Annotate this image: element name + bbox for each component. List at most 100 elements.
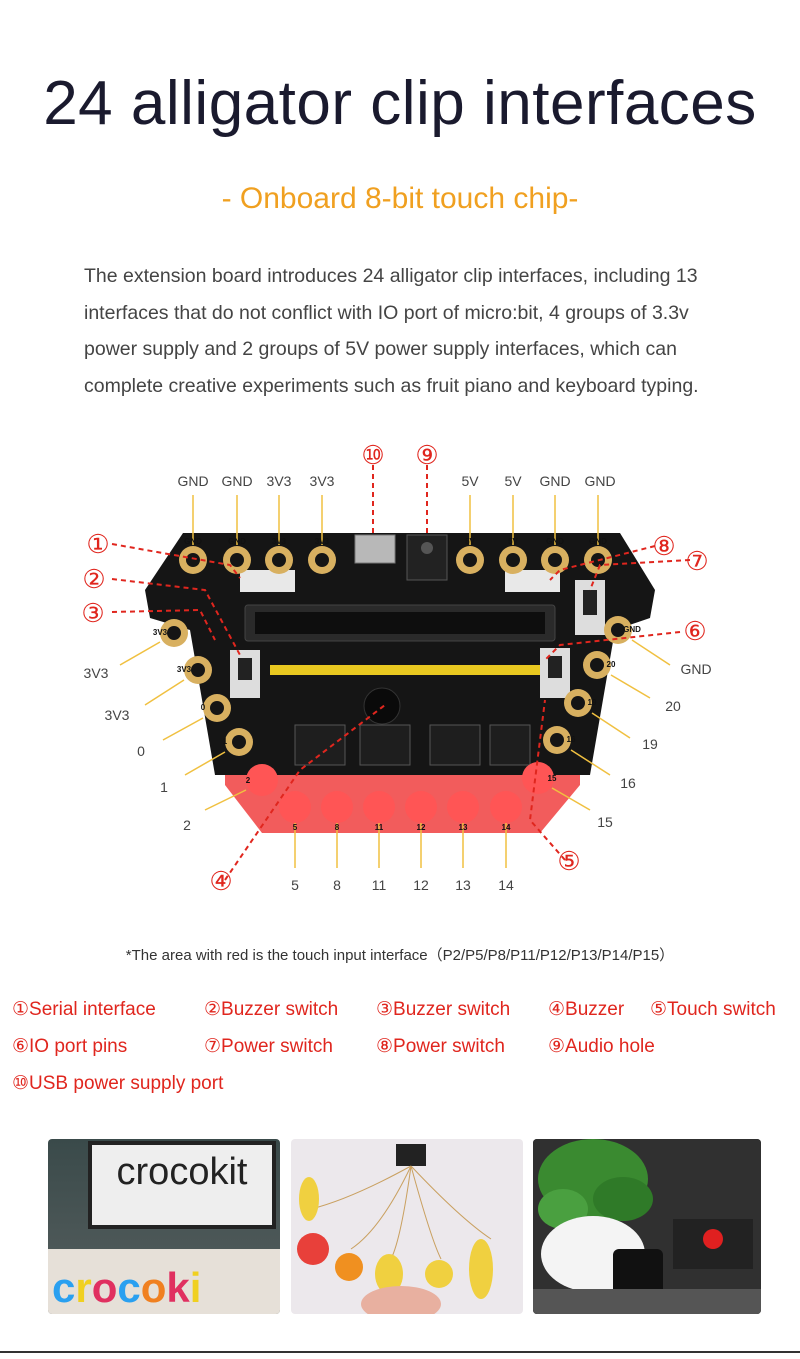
pad-silk: 3V3 bbox=[315, 537, 330, 546]
photo-crocokit-sign: crocokit crocoki bbox=[48, 1139, 280, 1314]
pad-silk: 11 bbox=[375, 823, 384, 832]
photo-fruit-piano bbox=[291, 1139, 523, 1314]
top-label: GND bbox=[584, 473, 615, 489]
audio-jack bbox=[406, 534, 448, 581]
pad-silk: GND bbox=[546, 537, 564, 546]
top-label: GND bbox=[539, 473, 570, 489]
right-label: 19 bbox=[642, 736, 658, 752]
pad-silk: 3V3 bbox=[272, 537, 287, 546]
board-svg: GND GND 3V3 3V3 5V 5V GND GND 3V3 3V3 0 … bbox=[81, 440, 711, 896]
hand bbox=[361, 1286, 441, 1314]
callout-9: ⑨ bbox=[415, 440, 438, 470]
pad-silk: 16 bbox=[567, 735, 576, 744]
bottom-label: 13 bbox=[455, 877, 471, 893]
top-label: GND bbox=[221, 473, 252, 489]
pad-silk: 1 bbox=[223, 737, 228, 746]
pad-silk: 19 bbox=[588, 698, 597, 707]
bottom-label: 5 bbox=[291, 877, 299, 893]
table-surface bbox=[48, 1249, 280, 1314]
callout-lines bbox=[111, 465, 691, 881]
clay-letter: o bbox=[91, 1264, 118, 1311]
plant-art bbox=[533, 1139, 761, 1314]
apple bbox=[297, 1233, 329, 1265]
clay-letter: r bbox=[75, 1264, 92, 1311]
callout-2: ② bbox=[82, 564, 105, 594]
right-label: 16 bbox=[620, 775, 636, 791]
bottom-label: 12 bbox=[413, 877, 429, 893]
top-label: 3V3 bbox=[310, 473, 335, 489]
pad-silk: 12 bbox=[417, 823, 426, 832]
description-paragraph: The extension board introduces 24 alliga… bbox=[84, 265, 699, 397]
legend-item: ⑦Power switch bbox=[204, 1036, 333, 1057]
page-title: 24 alligator clip interfaces bbox=[43, 69, 757, 138]
pad-silk: 15 bbox=[548, 774, 557, 783]
pad-silk: 20 bbox=[607, 660, 616, 669]
legend-item: ①Serial interface bbox=[12, 999, 156, 1020]
board-diagram: GND GND 3V3 3V3 5V 5V GND GND 3V3 3V3 0 … bbox=[0, 440, 800, 910]
pad-silk: 2 bbox=[246, 776, 251, 785]
legend-item: ②Buzzer switch bbox=[204, 999, 339, 1020]
sign-board: crocokit bbox=[88, 1141, 276, 1229]
pad-silk: 5V bbox=[508, 537, 518, 546]
clay-letter: c bbox=[117, 1264, 141, 1311]
sign-text: crocokit bbox=[116, 1151, 248, 1193]
top-pads bbox=[179, 546, 612, 574]
left-label: 0 bbox=[137, 743, 145, 759]
pad-silk: GND bbox=[228, 537, 246, 546]
fruit-piano-art bbox=[297, 1144, 493, 1314]
pad-silk: 8 bbox=[335, 823, 340, 832]
callout-3: ③ bbox=[81, 598, 104, 628]
top-label: 5V bbox=[504, 473, 522, 489]
banana bbox=[299, 1177, 319, 1221]
pad-silk: 3V3 bbox=[177, 665, 192, 674]
callout-4: ④ bbox=[209, 866, 232, 896]
right-label: GND bbox=[680, 661, 711, 677]
touch-note: *The area with red is the touch input in… bbox=[125, 947, 675, 964]
io-pin-header bbox=[270, 665, 540, 675]
left-label: 3V3 bbox=[105, 707, 130, 723]
clay-letter: k bbox=[166, 1264, 190, 1311]
board-body bbox=[145, 533, 655, 775]
callout-6: ⑥ bbox=[683, 616, 706, 646]
top-label: GND bbox=[177, 473, 208, 489]
bottom-label: 11 bbox=[372, 877, 387, 893]
pad-silk: 5V bbox=[465, 537, 475, 546]
pad-silk: 13 bbox=[459, 823, 468, 832]
pad-lead-lines bbox=[119, 495, 671, 868]
top-label: 5V bbox=[461, 473, 479, 489]
bottom-pads bbox=[279, 791, 522, 823]
left-label: 2 bbox=[183, 817, 191, 833]
top-label: 3V3 bbox=[267, 473, 292, 489]
banana-2 bbox=[469, 1239, 493, 1299]
legend-item: ③Buzzer switch bbox=[376, 999, 511, 1020]
bottom-label: 14 bbox=[498, 877, 514, 893]
touch-area bbox=[225, 770, 580, 833]
callout-5: ⑤ bbox=[557, 846, 580, 876]
callout-8: ⑧ bbox=[652, 531, 675, 561]
mango bbox=[375, 1254, 403, 1294]
pad-silk: 14 bbox=[502, 823, 511, 832]
legend-item: ⑤Touch switch bbox=[650, 999, 776, 1020]
left-label: 3V3 bbox=[84, 665, 109, 681]
pad-silk: 0 bbox=[201, 703, 206, 712]
clay-letter: i bbox=[189, 1264, 202, 1311]
legend-item: ⑨Audio hole bbox=[548, 1036, 655, 1057]
callout-7: ⑦ bbox=[685, 546, 708, 576]
bottom-label: 8 bbox=[333, 877, 341, 893]
bottom-divider bbox=[0, 1351, 800, 1353]
serial-connector-left bbox=[240, 570, 295, 592]
right-label: 15 bbox=[597, 814, 613, 830]
serial-connector-right bbox=[505, 570, 560, 592]
photo-plant-monitor bbox=[533, 1139, 761, 1314]
mini-board bbox=[396, 1144, 426, 1166]
callout-10: ⑩ bbox=[361, 440, 384, 470]
pad-silk: GND bbox=[184, 537, 202, 546]
clay-letters: crocoki bbox=[52, 1264, 280, 1312]
lemon bbox=[425, 1260, 453, 1288]
pad-silk: 5 bbox=[293, 823, 298, 832]
orange bbox=[335, 1253, 363, 1281]
left-label: 1 bbox=[160, 779, 168, 795]
left-pads bbox=[160, 619, 278, 796]
right-label: 20 bbox=[665, 698, 681, 714]
clay-letter: o bbox=[140, 1264, 167, 1311]
